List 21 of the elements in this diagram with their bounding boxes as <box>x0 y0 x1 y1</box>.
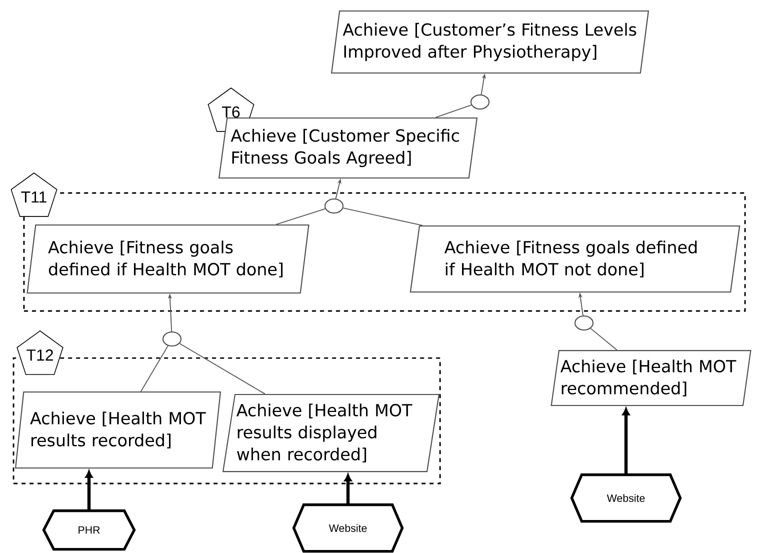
junction-circle <box>574 315 594 331</box>
system-hexagon: Website <box>570 473 682 523</box>
goal-parallelogram: Achieve [Health MOT recommended] <box>550 350 752 406</box>
system-hexagon: PHR <box>42 509 136 551</box>
tag-pentagon: T11 <box>10 172 58 217</box>
connector <box>344 474 352 505</box>
connector <box>140 345 168 392</box>
goal-parallelogram: Achieve [Fitness goals defined if Health MOT not done] <box>410 225 740 293</box>
connector <box>276 208 326 225</box>
connector <box>179 343 266 394</box>
connector <box>590 328 618 350</box>
system-hexagon: Website <box>292 503 404 553</box>
junction-circle <box>162 331 182 347</box>
goal-parallelogram: Achieve [Fitness goals defined if Health MOT done] <box>26 224 310 294</box>
connector <box>622 408 630 475</box>
connector <box>342 208 423 226</box>
dashed-group-box <box>23 192 746 312</box>
connector <box>85 470 93 511</box>
connector <box>435 104 472 118</box>
junction-circle <box>470 94 490 110</box>
junction-circle <box>324 198 344 214</box>
